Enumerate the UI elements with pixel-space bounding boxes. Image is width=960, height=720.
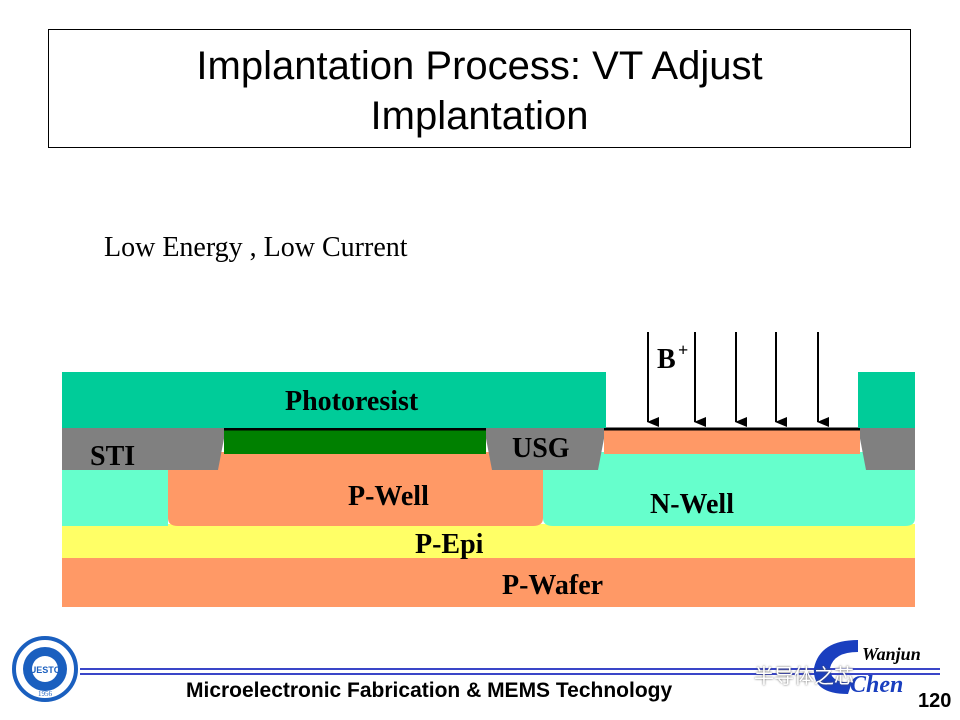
- slide-title-line2: Implantation: [370, 94, 589, 138]
- sti-left: [62, 428, 226, 470]
- label-usg: USG: [512, 433, 570, 464]
- left-well-region: [62, 470, 168, 526]
- p-epi-layer: [62, 524, 915, 558]
- footer-rule-top: [80, 668, 940, 670]
- label-p-wafer: P-Wafer: [502, 570, 603, 601]
- brand-lower-text: Chen: [850, 672, 903, 698]
- subtitle: Low Energy , Low Current: [104, 232, 408, 263]
- label-p-well: P-Well: [348, 481, 429, 512]
- label-n-well: N-Well: [650, 489, 734, 520]
- n-well-region: [543, 452, 915, 526]
- p-well-region: [168, 452, 543, 526]
- slide-title-line1: Implantation Process: VT Adjust: [196, 44, 763, 88]
- label-p-epi: P-Epi: [415, 529, 484, 560]
- gate-oxide-region: [224, 428, 486, 454]
- ion-beam-arrows: [647, 332, 829, 427]
- photoresist-left: [62, 372, 606, 428]
- label-photoresist: Photoresist: [285, 386, 419, 417]
- p-wafer-layer: [62, 557, 915, 607]
- footer-course-title: Microelectronic Fabrication & MEMS Techn…: [186, 679, 673, 702]
- photoresist-right: [858, 372, 915, 428]
- usg-middle: [484, 428, 606, 470]
- page-number: 120: [918, 690, 952, 712]
- university-logo-text: UESTC: [30, 665, 61, 675]
- author-brand-logo: Wanjun Chen: [813, 640, 921, 698]
- footer-rule-bottom: [80, 673, 940, 675]
- watermark-text: 半导体之芯: [754, 664, 854, 688]
- university-logo: UESTC 1956: [12, 636, 78, 702]
- label-sti: STI: [90, 441, 135, 472]
- university-logo-year: 1956: [38, 690, 53, 698]
- slide-title-box: Implantation Process: VT Adjust Implanta…: [48, 29, 911, 148]
- brand-upper-text: Wanjun: [862, 644, 921, 664]
- sti-right: [858, 428, 915, 470]
- implant-region: [604, 428, 860, 454]
- label-ion-charge: +: [678, 340, 688, 360]
- label-ion-species: B: [657, 344, 676, 375]
